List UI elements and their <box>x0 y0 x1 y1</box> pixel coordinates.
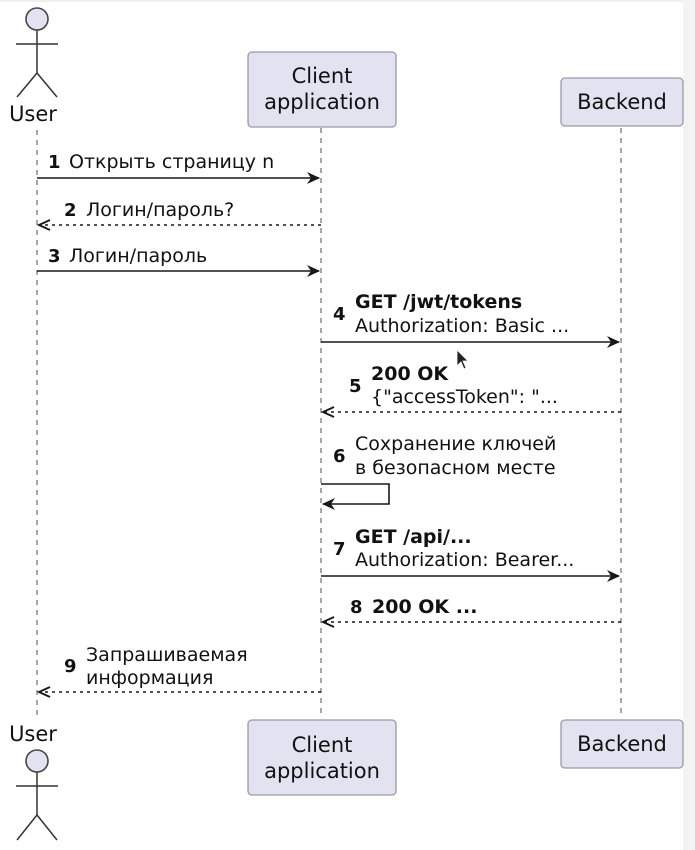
right-edge <box>683 0 695 850</box>
mouse-cursor-icon <box>456 349 469 370</box>
message-7: 7 GET /api/... Authorization: Bearer... <box>321 526 620 582</box>
message-arrow <box>321 483 390 510</box>
actor-head-icon <box>25 7 49 31</box>
message-number: 1 <box>48 152 61 173</box>
message-text: Логин/пароль <box>69 245 207 267</box>
message-number: 4 <box>333 304 346 325</box>
participant-backend-bottom: Backend <box>560 719 684 769</box>
participant-label: Backend <box>577 90 667 114</box>
message-number: 7 <box>333 539 346 560</box>
message-text-line2: {"accessToken": "... <box>371 386 558 408</box>
participant-label-line2: application <box>264 90 380 114</box>
participant-label: Backend <box>577 732 667 756</box>
message-8: 8 200 OK ... <box>323 596 621 622</box>
message-4: 4 GET /jwt/tokens Authorization: Basic .… <box>321 291 620 348</box>
message-6: 6 Сохранение ключей в безопасном месте <box>321 433 556 510</box>
message-text-line1: GET /api/... <box>355 526 472 548</box>
top-edge <box>0 0 695 2</box>
message-5: 5 200 OK {"accessToken": "... <box>323 363 621 412</box>
participant-box <box>560 77 684 127</box>
message-text-line1: GET /jwt/tokens <box>355 291 522 313</box>
participant-client-top: Client application <box>247 51 397 128</box>
participant-label-line1: Client <box>292 733 353 757</box>
message-text-line2: информация <box>86 667 213 689</box>
message-number: 8 <box>350 597 363 618</box>
message-text-line1: Запрашиваемая <box>86 644 248 666</box>
actor-user-top: User <box>9 7 58 126</box>
participant-box <box>560 719 684 769</box>
actor-label-top: User <box>9 102 57 126</box>
message-3: 3 Логин/пароль <box>37 245 320 277</box>
participant-label-line1: Client <box>292 64 353 88</box>
message-number: 3 <box>48 246 61 267</box>
message-text: Открыть страницу n <box>69 151 274 173</box>
message-text-line2: Authorization: Basic ... <box>355 315 569 337</box>
message-text: 200 OK ... <box>372 596 477 618</box>
message-number: 6 <box>333 446 346 467</box>
participant-label-line2: application <box>264 759 380 783</box>
participant-box <box>247 51 397 128</box>
message-2: 2 Логин/пароль? <box>39 199 321 225</box>
message-9: 9 Запрашиваемая информация <box>39 644 321 692</box>
actor-label-bottom: User <box>9 722 57 746</box>
message-number: 9 <box>64 656 77 677</box>
actor-head-icon <box>25 749 49 773</box>
participant-backend-top: Backend <box>560 77 684 127</box>
message-text-line2: Authorization: Bearer... <box>355 549 574 571</box>
message-text-line2: в безопасном месте <box>355 457 556 479</box>
message-number: 5 <box>349 376 362 397</box>
message-text: Логин/пароль? <box>86 199 234 221</box>
actor-user-bottom: User <box>9 722 58 841</box>
message-number: 2 <box>64 200 77 221</box>
message-1: 1 Открыть страницу n <box>37 151 320 184</box>
message-text-line1: Сохранение ключей <box>355 433 556 455</box>
message-text-line1: 200 OK <box>371 363 449 385</box>
participant-client-bottom: Client application <box>247 719 397 796</box>
participant-box <box>247 719 397 796</box>
